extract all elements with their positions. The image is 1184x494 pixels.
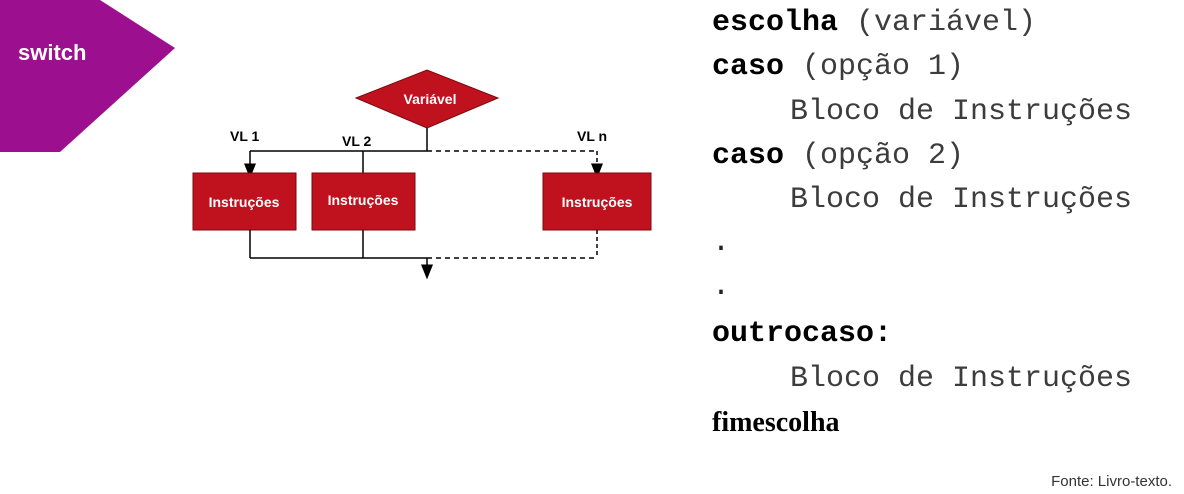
code-line-caso-1: caso (opção 1) [712,52,964,82]
branch-label-n: VL n [577,128,607,144]
code-caso-2-arg: (opção 2) [784,139,965,173]
instruction-box-2 [311,172,416,231]
keyword-outrocaso: outrocaso: [712,317,893,351]
branch-label-1: VL 1 [230,128,260,144]
keyword-caso-2: caso [712,139,785,173]
code-block-1: Bloco de Instruções [790,95,1133,129]
instruction-box-1 [192,172,297,231]
switch-banner-label: switch [18,40,87,65]
instruction-box-n [542,172,652,231]
instruction-box-1-label: Instruções [209,194,280,210]
decision-diamond [354,69,500,129]
code-ellipsis-dot-1: . [712,226,731,260]
code-escolha-arg: (variável) [838,6,1037,40]
keyword-fimescolha: fimescolha [712,407,840,438]
decision-label: Variável [404,91,457,107]
code-line-escolha: escolha (variável) [712,8,1036,38]
switch-banner-shape [0,0,175,152]
code-ellipsis-dot-2: . [712,270,731,304]
code-line-caso-2: caso (opção 2) [712,141,964,171]
instruction-box-2-label: Instruções [328,192,399,208]
instruction-box-n-label: Instruções [562,194,633,210]
code-caso-1-arg: (opção 1) [784,50,965,84]
code-block-2: Bloco de Instruções [790,183,1133,217]
code-block-default: Bloco de Instruções [790,362,1133,396]
keyword-caso-1: caso [712,50,785,84]
keyword-escolha: escolha [712,6,839,40]
branch-label-2: VL 2 [342,133,372,149]
source-caption: Fonte: Livro-texto. [1051,473,1172,490]
switch-flowchart: Variável VL 1 VL 2 VL n Instruções Instr… [192,69,652,280]
